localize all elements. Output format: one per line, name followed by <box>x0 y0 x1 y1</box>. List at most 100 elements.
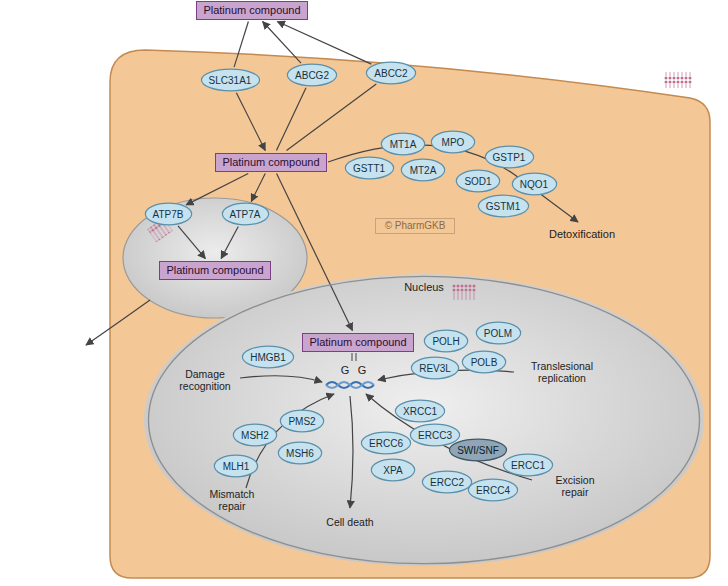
node-label: MSH6 <box>286 448 314 459</box>
protein-oval: ERCC2 <box>422 471 472 493</box>
protein-oval: POLM <box>476 322 521 344</box>
node-label: XPA <box>383 465 402 476</box>
annotation-label: Mismatch repair <box>201 488 263 512</box>
node-ellipse <box>222 203 268 225</box>
membrane-icon <box>664 72 692 88</box>
dna-helix <box>326 382 374 388</box>
protein-oval: MSH6 <box>278 442 322 464</box>
pathway-arrow <box>263 22 301 64</box>
protein-oval: ATP7B <box>145 203 192 225</box>
protein-oval: SLC31A1 <box>201 69 260 91</box>
node-ellipse <box>431 131 474 153</box>
cell-death-arrow <box>350 396 353 508</box>
protein-oval: POLH <box>424 330 468 352</box>
node-ellipse <box>478 195 528 217</box>
node-ellipse <box>201 69 259 91</box>
node-label: POLB <box>471 357 498 368</box>
node-ellipse <box>512 173 556 195</box>
node-ellipse <box>287 64 336 86</box>
protein-oval: SWI/SNF <box>449 439 507 461</box>
annotation-label: Excision repair <box>544 474 606 498</box>
node-ellipse <box>345 157 393 179</box>
node-label: SWI/SNF <box>457 445 499 456</box>
node-label: SOD1 <box>464 176 491 187</box>
node-ellipse <box>381 133 424 155</box>
node-label: MSH2 <box>241 430 269 441</box>
node-label: POLM <box>484 328 512 339</box>
protein-oval: ERCC6 <box>361 432 411 454</box>
protein-oval: GSTP1 <box>485 146 534 168</box>
node-ellipse <box>233 424 276 446</box>
node-ellipse <box>395 400 444 422</box>
nucleus: NucleusPlatinum compound POLH POLM POLB REV3… <box>144 274 704 566</box>
node-ellipse <box>145 203 191 225</box>
node-label: ERCC4 <box>476 485 510 496</box>
efflux-arrow <box>86 300 150 345</box>
annotation-label: G <box>339 364 351 377</box>
protein-oval: MT2A <box>401 159 445 181</box>
node-ellipse <box>401 159 444 181</box>
node-label: ABCG2 <box>295 70 329 81</box>
annotation-label: Damage recognition <box>169 368 241 392</box>
protein-oval: ERCC4 <box>468 479 518 501</box>
compound-box: Platinum compound <box>196 1 308 20</box>
annotation-label: Detoxification <box>537 228 627 241</box>
node-ellipse <box>456 170 499 192</box>
compartment-label: Nucleus <box>404 281 444 293</box>
node-ellipse <box>422 471 471 493</box>
node-ellipse <box>424 330 467 352</box>
protein-oval: SOD1 <box>456 170 500 192</box>
node-ellipse <box>410 424 459 446</box>
node-label: MT1A <box>390 139 417 150</box>
protein-oval: HMGB1 <box>242 346 294 368</box>
node-label: REV3L <box>419 363 451 374</box>
watermark: © PharmGKB <box>375 218 455 234</box>
node-ellipse <box>280 410 323 432</box>
protein-oval: ABCC2 <box>366 62 416 84</box>
node-label: MPO <box>442 137 465 148</box>
node-label: Platinum compound <box>166 264 263 276</box>
pathway-arrow <box>186 174 248 205</box>
annotation-label: Cell death <box>315 516 385 528</box>
node-ellipse <box>462 351 505 373</box>
pathway-arrow <box>234 22 248 68</box>
node-label: SLC31A1 <box>209 75 252 86</box>
pathway-arrow <box>287 84 377 151</box>
protein-oval: XRCC1 <box>395 400 445 422</box>
protein-oval: MSH2 <box>233 424 277 446</box>
node-label: NQO1 <box>520 179 548 190</box>
node-label: ERCC1 <box>511 460 545 471</box>
nucleus-fill <box>144 274 704 566</box>
protein-oval: MPO <box>431 131 475 153</box>
node-label: MT2A <box>410 165 437 176</box>
node-label: HMGB1 <box>250 352 286 363</box>
detox-arrow <box>328 145 578 222</box>
dna-helix <box>326 382 374 388</box>
node-ellipse <box>411 357 458 379</box>
compound-box: Platinum compound <box>215 153 327 172</box>
protein-oval: PMS2 <box>280 410 324 432</box>
node-label: POLH <box>432 336 459 347</box>
node-ellipse <box>476 322 520 344</box>
compound-box: Platinum compound <box>302 333 414 352</box>
pathway-arrow <box>178 226 205 259</box>
node-ellipse <box>361 432 410 454</box>
node-label: GSTT1 <box>353 163 385 174</box>
node-label: MLH1 <box>223 461 250 472</box>
node-ellipse <box>278 442 321 464</box>
node-label: ERCC2 <box>430 477 464 488</box>
damage-arrow <box>240 376 322 382</box>
node-label: Platinum compound <box>203 4 300 16</box>
node-ellipse <box>214 455 257 477</box>
pathway-arrow <box>277 22 371 65</box>
node-label: ATP7B <box>153 209 184 220</box>
node-label: ERCC3 <box>418 430 452 441</box>
pathway-arrow <box>236 93 265 151</box>
protein-oval: NQO1 <box>512 173 557 195</box>
node-label: ERCC6 <box>369 438 403 449</box>
protein-oval: REV3L <box>411 357 459 379</box>
cell-membrane <box>110 50 710 578</box>
protein-oval: XPA <box>371 459 415 481</box>
